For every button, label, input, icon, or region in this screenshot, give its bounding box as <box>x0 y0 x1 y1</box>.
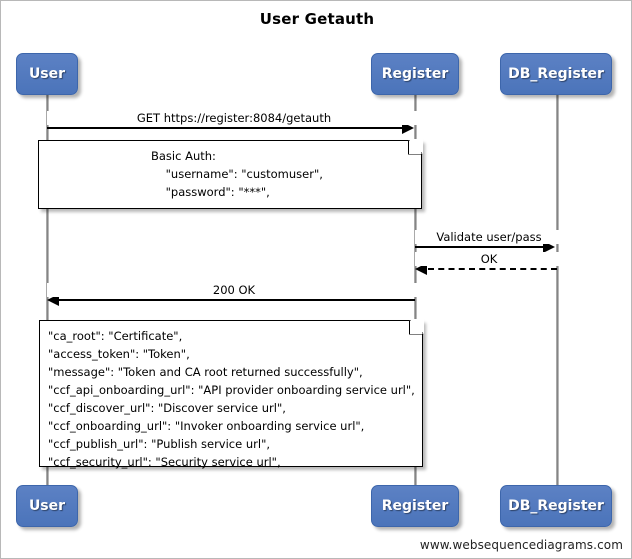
page-title: User Getauth <box>259 10 375 28</box>
arrow-head-validate <box>543 241 555 253</box>
message-line-validate <box>415 246 543 248</box>
participant-label: User <box>28 66 66 82</box>
message-line-getauth <box>47 127 403 129</box>
note-response: "ca_root": "Certificate", "access_token"… <box>39 319 424 469</box>
message-line-200-ok <box>59 299 415 301</box>
participant-register-bottom[interactable]: Register <box>371 485 459 527</box>
note-line: "ca_root": "Certificate", <box>48 329 183 343</box>
arrow-head-200-ok <box>47 294 59 306</box>
note-line: "password": "***", <box>151 185 270 199</box>
participant-user-top[interactable]: User <box>16 53 78 95</box>
lifeline-db-register <box>556 95 559 491</box>
message-label-getauth: GET https://register:8084/getauth <box>47 111 421 125</box>
footer-watermark: www.websequencediagrams.com <box>419 538 623 552</box>
message-label-ok: OK <box>415 252 563 266</box>
note-line: Basic Auth: <box>151 149 216 163</box>
participant-label: Register <box>381 498 449 514</box>
note-line: "ccf_security_url": "Security service ur… <box>48 455 281 469</box>
message-line-ok <box>428 268 557 270</box>
message-label-200-ok: 200 OK <box>47 283 421 297</box>
arrow-head-ok <box>415 263 427 275</box>
note-line: "access_token": "Token", <box>48 347 190 361</box>
participant-db-register-bottom[interactable]: DB_Register <box>500 485 612 527</box>
note-line: "ccf_onboarding_url": "Invoker onboardin… <box>48 419 365 433</box>
note-line: "ccf_publish_url": "Publish service url"… <box>48 437 271 451</box>
note-line: "username": "customuser", <box>151 167 323 181</box>
note-line: "ccf_discover_url": "Discover service ur… <box>48 401 286 415</box>
participant-register-top[interactable]: Register <box>371 53 459 95</box>
note-line: "ccf_api_onboarding_url": "API provider … <box>48 383 415 397</box>
participant-label: User <box>28 498 66 514</box>
participant-db-register-top[interactable]: DB_Register <box>500 53 612 95</box>
participant-label: DB_Register <box>508 66 604 82</box>
participant-label: DB_Register <box>508 498 604 514</box>
participant-user-bottom[interactable]: User <box>16 485 78 527</box>
message-label-validate: Validate user/pass <box>415 230 563 244</box>
arrow-head-getauth <box>402 122 414 134</box>
note-request: Basic Auth: "username": "customuser", "p… <box>38 139 423 209</box>
participant-label: Register <box>381 66 449 82</box>
note-line: "message": "Token and CA root returned s… <box>48 365 363 379</box>
